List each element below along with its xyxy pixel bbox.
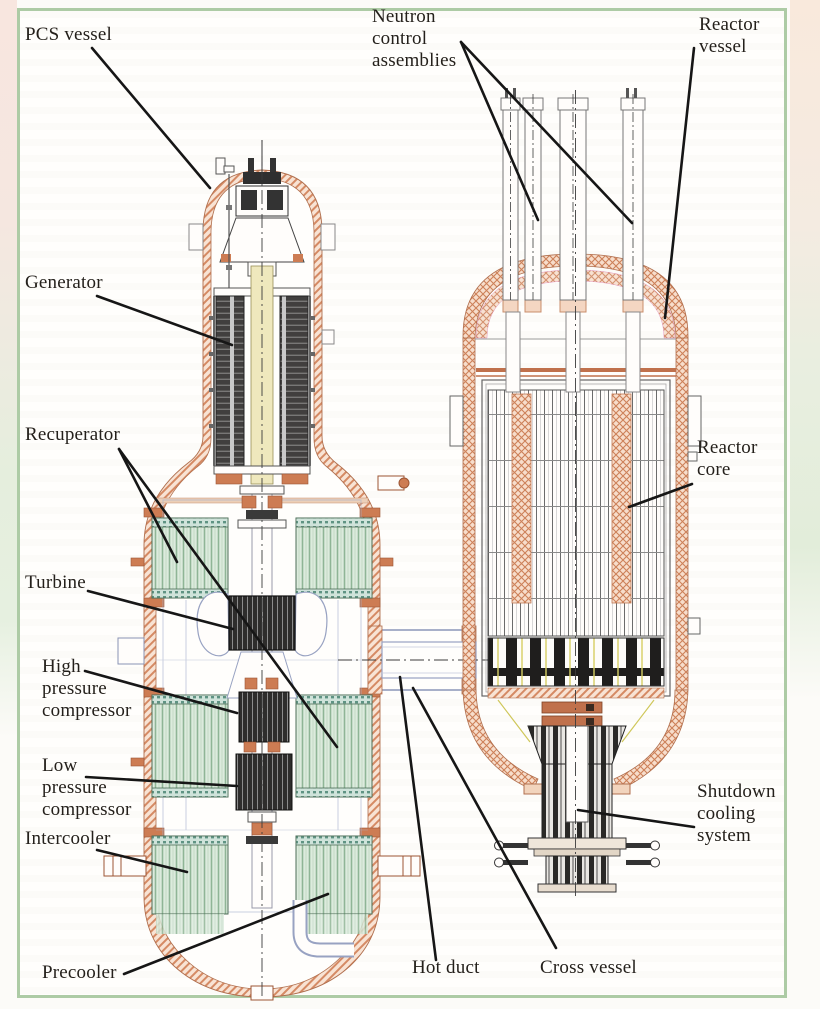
leader-recuperator-1	[117, 447, 179, 564]
leader-cross-vessel	[411, 686, 558, 950]
side-nozzle	[117, 637, 145, 665]
label-reactor-vessel: Reactor vessel	[699, 14, 760, 57]
leader-reactor-core	[627, 482, 694, 509]
leader-turbine	[86, 589, 235, 631]
label-recuperator: Recuperator	[25, 424, 121, 445]
leader-lp-compressor	[84, 775, 239, 788]
label-hp-compressor: High pressure compressor	[42, 656, 132, 721]
vessel-lug-left	[449, 395, 464, 447]
label-neutron-control: Neutron control assemblies	[372, 6, 457, 71]
label-precooler: Precooler	[42, 962, 117, 983]
label-cross-vessel: Cross vessel	[540, 957, 637, 978]
label-turbine: Turbine	[25, 572, 86, 593]
leader-neutron-control-1	[459, 40, 540, 222]
neck-lug-left	[188, 223, 204, 251]
reactor-vessel-assembly	[449, 88, 702, 898]
leader-shutdown-cooling	[576, 808, 696, 829]
recuperator-banks	[151, 517, 373, 798]
leader-reactor-vessel	[663, 46, 696, 320]
label-generator: Generator	[25, 272, 103, 293]
leader-neutron-control-2	[459, 40, 634, 225]
leader-recuperator-2	[117, 447, 339, 749]
hp-compressor	[238, 677, 290, 743]
leader-intercooler	[95, 848, 189, 874]
core-annulus-right	[611, 393, 632, 604]
core-annulus-left	[511, 393, 532, 604]
label-pcs-vessel: PCS vessel	[25, 24, 112, 45]
shutdown-cooling-assembly	[494, 725, 660, 893]
label-intercooler: Intercooler	[25, 828, 111, 849]
label-reactor-core: Reactor core	[697, 437, 758, 480]
leader-lines	[83, 40, 696, 976]
leader-pcs-vessel	[90, 46, 212, 190]
neck-lug-right	[320, 223, 336, 251]
leader-hot-duct	[398, 675, 438, 962]
intercooler-bank	[151, 835, 229, 934]
page-margin-gradient-left	[0, 0, 17, 738]
leader-precooler	[122, 892, 330, 976]
bottom-nozzle-right	[377, 855, 421, 877]
label-shutdown-cooling: Shutdown cooling system	[697, 781, 776, 846]
label-lp-compressor: Low pressure compressor	[42, 755, 132, 820]
control-rod-standpipes	[500, 88, 646, 393]
leader-hp-compressor	[83, 669, 239, 715]
bottom-elbow-pipe	[292, 900, 354, 958]
leader-generator	[95, 294, 234, 347]
bottom-nozzle-left	[103, 855, 147, 877]
vessel-lug-right	[687, 395, 702, 447]
pcs-vessel-assembly	[103, 140, 421, 1001]
page-margin-gradient-right	[790, 0, 820, 700]
lower-plenum	[487, 637, 665, 743]
label-hot-duct: Hot duct	[412, 957, 480, 978]
